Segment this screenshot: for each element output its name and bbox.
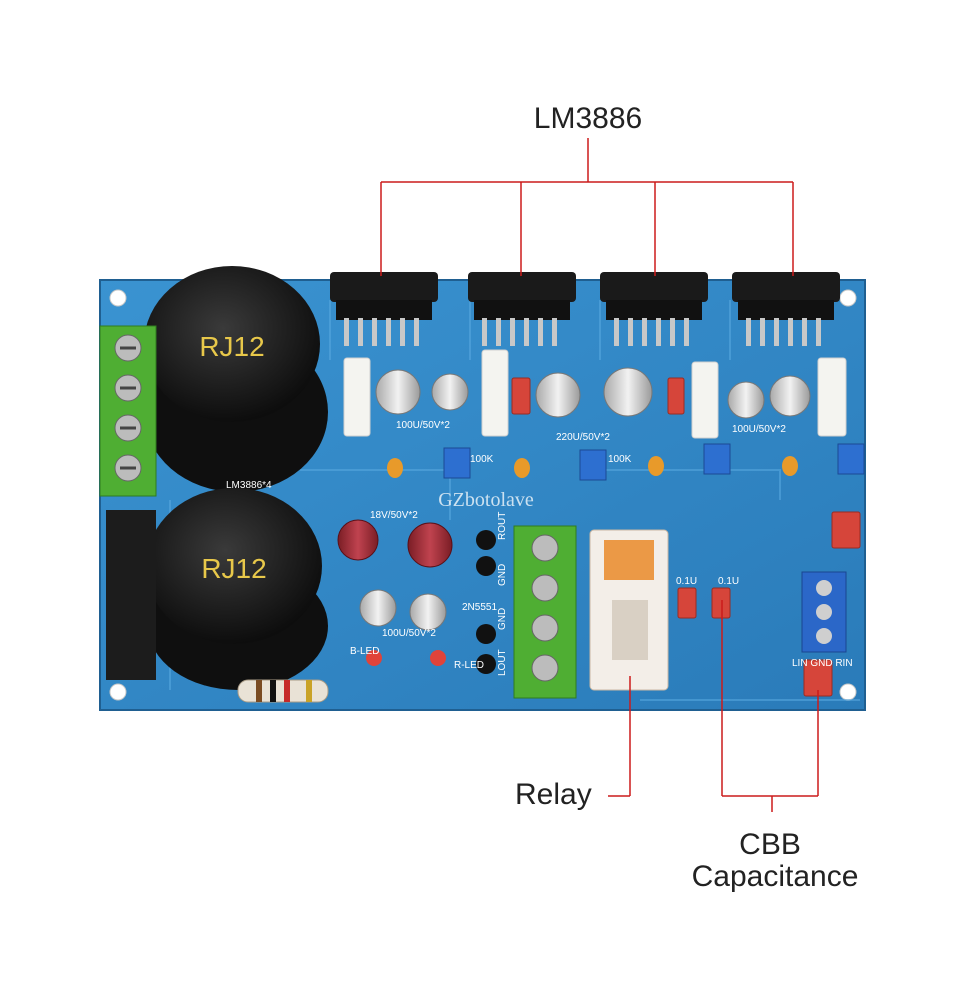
output-terminal-block — [513, 525, 577, 699]
capacitance-callout-label: Capacitance — [691, 860, 859, 893]
lm3886-callout-label: LM3886 — [533, 102, 643, 135]
lm3886-chips — [330, 272, 840, 346]
silk-label: 100U/50V*2 — [382, 628, 436, 639]
capacitor-label: RJ12 — [201, 553, 266, 584]
silk-label: B-LED — [350, 646, 379, 657]
silk-label: GND — [497, 564, 508, 586]
orange-diodes — [387, 456, 798, 478]
silk-label: 18V/50V*2 — [370, 510, 418, 521]
silk-label: LM3886*4 — [226, 480, 272, 491]
leds — [366, 650, 446, 666]
silk-label: LIN GND RIN — [792, 658, 853, 669]
silk-label: GND — [497, 608, 508, 630]
silk-label: 100K — [470, 454, 494, 465]
relay-callout-label: Relay — [515, 778, 592, 811]
silk-label: 220U/50V*2 — [556, 432, 610, 443]
lm3886-chip — [732, 272, 840, 346]
silk-label: 100U/50V*2 — [732, 424, 786, 435]
bridge-rectifier — [106, 510, 156, 680]
watermark: GZbotolave — [438, 489, 534, 511]
small-capacitors — [337, 367, 811, 631]
box-capacitors — [511, 377, 861, 697]
callout-lines — [380, 138, 819, 812]
lm3886-chip — [468, 272, 576, 346]
power-resistor — [237, 679, 329, 703]
silk-label: LOUT — [497, 649, 508, 676]
input-terminal — [801, 571, 847, 653]
capacitor-label: RJ12 — [199, 331, 264, 362]
transistors — [476, 530, 496, 674]
silk-label: 2N5551 — [462, 602, 497, 613]
silk-label: 0.1U — [676, 576, 697, 587]
silk-label: 100K — [608, 454, 632, 465]
silk-label: R-LED — [454, 660, 484, 671]
silk-label: 0.1U — [718, 576, 739, 587]
lm3886-chip — [330, 272, 438, 346]
silk-label: 100U/50V*2 — [396, 420, 450, 431]
power-terminal-block — [99, 325, 157, 497]
silk-label: ROUT — [497, 512, 508, 540]
mounting-holes — [109, 289, 857, 701]
trim-pots — [443, 443, 865, 481]
cbb-capacitors — [677, 587, 731, 619]
cbb-callout-label: CBB — [739, 828, 801, 861]
main-capacitor-top: RJ12 — [144, 266, 328, 492]
relay — [589, 529, 669, 691]
lm3886-chip — [600, 272, 708, 346]
main-capacitor-bottom: RJ12 — [146, 488, 328, 690]
ceramic-resistors — [343, 349, 847, 439]
